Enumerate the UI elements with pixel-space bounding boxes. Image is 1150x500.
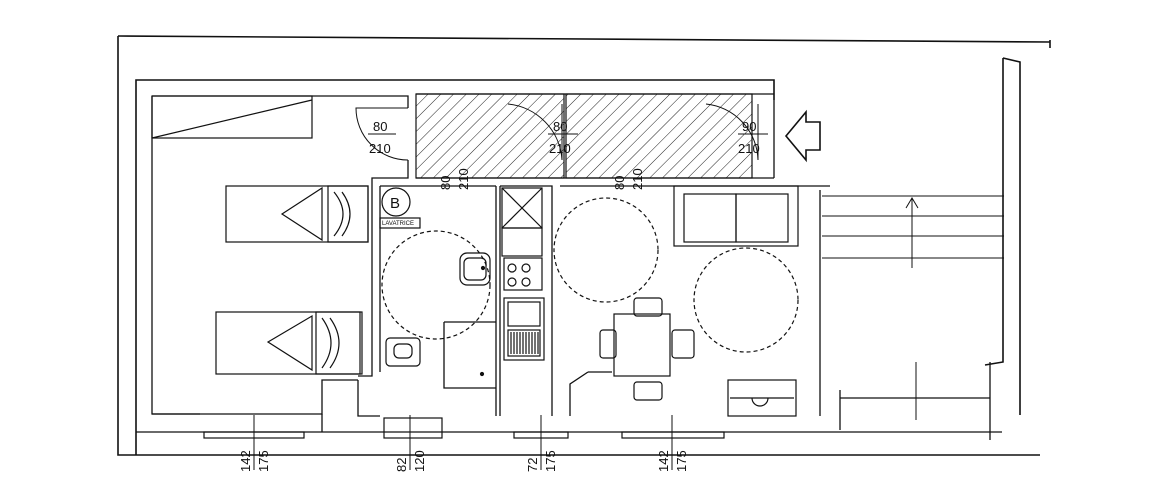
terrace-lines [822, 195, 1004, 420]
bedroom-furniture [151, 95, 369, 375]
sink-icon [459, 252, 491, 286]
turning-circle-kitchen [553, 197, 659, 303]
window-living-height: 175 [674, 450, 689, 472]
entrance-arrow [784, 109, 821, 163]
exterior-walls [117, 35, 1051, 456]
washer-label: LAVATRICE [382, 221, 414, 227]
dimension-ticks [253, 133, 768, 470]
living-furniture [599, 185, 799, 417]
turning-circle-bathroom [381, 230, 491, 340]
bathroom-fixtures [379, 187, 491, 377]
turning-circle-living [693, 247, 799, 353]
door-entrance-height: 210 [738, 141, 760, 156]
toilet-icon [385, 337, 421, 367]
window-bathroom-width: 82 [394, 458, 409, 472]
hob-icon [503, 257, 543, 291]
door-bathroom-height: 210 [456, 168, 471, 190]
window-bedroom-height: 175 [256, 450, 271, 472]
door-swings [355, 103, 759, 161]
window-bathroom-height: 120 [412, 450, 427, 472]
door-kitchen-width: 80 [612, 176, 627, 190]
window-openings [203, 417, 725, 439]
sofa-icon [673, 185, 799, 247]
dining-table [613, 313, 671, 377]
washer-badge: B [390, 195, 400, 212]
hatched-corridor [415, 93, 753, 179]
window-kitchen-height: 175 [543, 450, 558, 472]
door-kitchen-height: 210 [630, 168, 645, 190]
door-entrance-width: 90 [742, 119, 756, 134]
washer-symbol [381, 187, 411, 217]
window-living-width: 142 [656, 450, 671, 472]
door-hall-left-height: 210 [369, 141, 391, 156]
door-bathroom-width: 80 [438, 176, 453, 190]
kitchen-sink-icon [503, 297, 545, 361]
window-bedroom-width: 142 [238, 450, 253, 472]
window-kitchen-width: 72 [525, 458, 540, 472]
kitchen-fixtures [501, 187, 659, 361]
door-hall-mid-height: 210 [549, 141, 571, 156]
door-hall-mid-width: 80 [553, 119, 567, 134]
door-hall-left-width: 80 [373, 119, 387, 134]
